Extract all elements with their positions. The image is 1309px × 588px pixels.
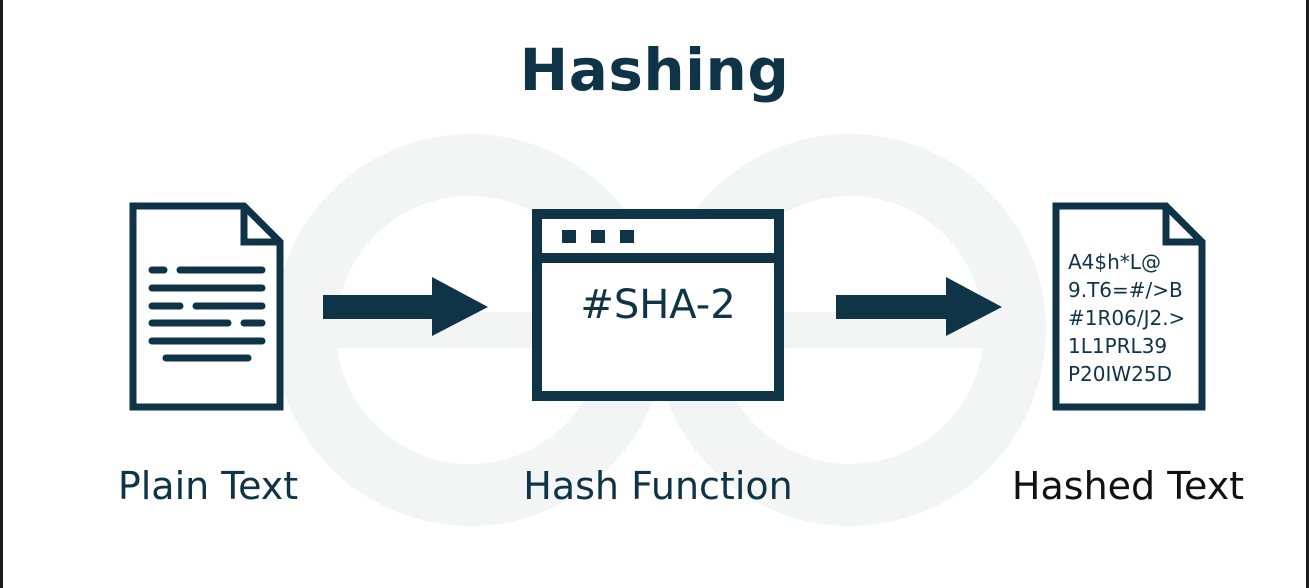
document-icon [129,202,284,411]
frame-left-border [0,0,3,588]
arrow-right-icon [836,277,1002,336]
hashed-document-icon: A4$h*L@ 9.T6=#/>B #1R06/J2.> 1L1PRL39 P2… [1052,202,1206,411]
arrow-right-icon [323,277,488,336]
hash-function-label: Hash Function [523,464,793,508]
hash-function-name: #SHA-2 [580,282,735,328]
frame-right-border [1306,0,1309,588]
plain-text-label: Plain Text [117,464,299,508]
hashed-line: 1L1PRL39 [1068,334,1167,358]
hashed-line: P20IW25D [1068,362,1172,386]
browser-window-icon: #SHA-2 [532,209,784,401]
diagram-title: Hashing [519,36,790,104]
hashed-text-label: Hashed Text [1011,464,1245,508]
hashed-line: A4$h*L@ [1068,250,1161,274]
hashed-line: 9.T6=#/>B [1068,278,1183,302]
hashed-line: #1R06/J2.> [1068,306,1185,330]
